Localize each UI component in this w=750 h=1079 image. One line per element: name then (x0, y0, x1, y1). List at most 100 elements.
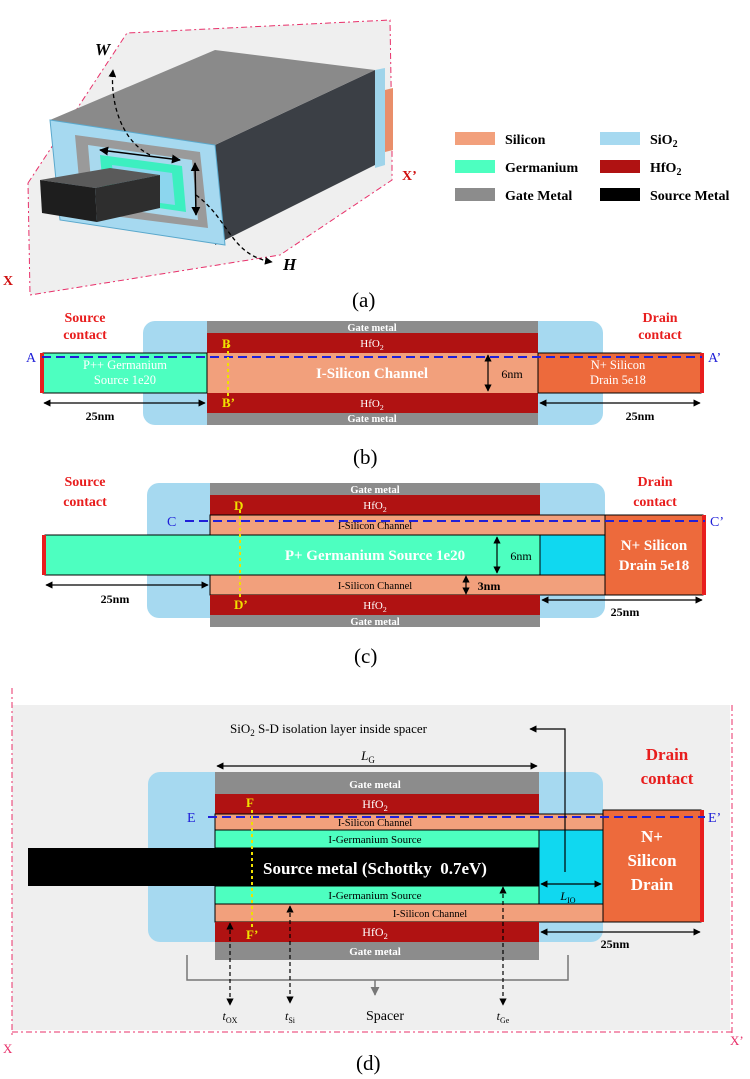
silicon-back-face (385, 88, 393, 152)
legend-swatch-gate_metal (455, 188, 495, 201)
channel-region (207, 353, 538, 393)
panel-d-label: (d) (356, 1051, 381, 1075)
hfo2-bottom (215, 922, 539, 942)
cut-b-label: B (222, 336, 231, 351)
drain-contact-bar (700, 810, 704, 922)
legend-label-source_metal: Source Metal (650, 189, 730, 204)
device-box-right-face (215, 70, 375, 245)
hfo2-bottom-label: HfO2 (360, 398, 384, 412)
hfo2-top (207, 333, 538, 353)
ge-source-top-label: I-Germanium Source (328, 834, 421, 846)
hfo2-bottom-label: HfO2 (362, 925, 388, 941)
channel-top-label: I-Silicon Channel (338, 521, 412, 532)
hfo2-top-label: HfO2 (362, 797, 388, 813)
source-metal-top (40, 168, 160, 188)
source-contact-bar (42, 535, 46, 575)
thickness-6-label: 6nm (510, 549, 532, 563)
drain-contact-bar (700, 353, 704, 393)
gate-metal-top-label: Gate metal (349, 779, 401, 791)
legend-label-germanium: Germanium (505, 161, 578, 176)
cut-d-prime-label: D’ (234, 597, 248, 612)
length-right-label: 25nm (601, 937, 630, 951)
cut-a-prime-label: A’ (708, 351, 721, 366)
axis-w-label: W (95, 40, 112, 59)
source-metal (28, 848, 539, 886)
cut-f-label: F (246, 795, 254, 810)
isolation-oxide (538, 829, 604, 905)
channel-bottom-label: I-Silicon Channel (393, 909, 467, 920)
panel-a: W H X X’ (a) (3, 19, 417, 312)
cut-e-prime-label: E’ (708, 811, 721, 826)
hfo2-bottom (210, 595, 540, 615)
gate-metal-top-label: Gate metal (350, 485, 399, 496)
source-region (44, 534, 541, 576)
gate-metal-top-label: Gate metal (347, 323, 396, 334)
cut-e-label: E (187, 811, 196, 826)
width-dimension-line (99, 146, 181, 164)
thickness-3-label: 3nm (478, 579, 501, 593)
tsi-label: tSi (285, 1009, 296, 1025)
isolation-pointer (529, 725, 566, 872)
hfo2-top (215, 794, 539, 814)
drain-region (604, 514, 704, 596)
gate-metal-bottom-label: Gate metal (349, 946, 401, 958)
spacer-label: Spacer (366, 1009, 404, 1024)
panel-d: SiO2 S-D isolation layer inside spacer L… (3, 688, 744, 1075)
oxide-right-rim (375, 68, 385, 168)
device-box-top-face (50, 50, 375, 145)
legend-swatch-hfo2 (600, 160, 640, 173)
isolation-oxide (539, 534, 606, 576)
lio-label: LIO (559, 889, 575, 905)
gate-metal-top (210, 483, 540, 495)
drain-contact-bar (702, 515, 706, 595)
channel-label: I-Silicon Channel (316, 366, 428, 382)
gate-metal-bottom (215, 942, 539, 960)
hfo2-top-label: HfO2 (363, 500, 387, 514)
length-left-label: 25nm (86, 409, 115, 423)
tox-label: tOX (223, 1009, 238, 1025)
isolation-label: SiO2 S-D isolation layer inside spacer (230, 721, 428, 738)
thickness-label: 6nm (501, 367, 523, 381)
gate-metal-bottom-label: Gate metal (350, 617, 399, 628)
plane-x-label: X (3, 1041, 13, 1056)
channel-top-label: I-Silicon Channel (338, 818, 412, 829)
legend-label-gate_metal: Gate Metal (505, 189, 572, 204)
gate-metal-bottom (210, 615, 540, 627)
plane-x-label: X (3, 274, 13, 289)
cut-d-label: D (234, 498, 243, 513)
length-right-label: 25nm (611, 605, 640, 619)
legend-swatch-sio2 (600, 132, 640, 145)
length-right-label: 25nm (626, 409, 655, 423)
spacer-bracket (186, 955, 569, 981)
panel-b-label: (b) (353, 445, 378, 469)
source-contact-bar (40, 353, 44, 393)
legend-swatch-source_metal (600, 188, 640, 201)
cut-c-label: C (167, 515, 176, 530)
legend-label-silicon: Silicon (505, 133, 546, 148)
cut-c-prime-label: C’ (710, 515, 724, 530)
length-left-label: 25nm (101, 592, 130, 606)
legend-label-hfo2: HfO2 (650, 161, 681, 178)
legend-swatch-germanium (455, 160, 495, 173)
source-metal-side (95, 175, 160, 222)
source-label: P+ Germanium Source 1e20 (285, 548, 465, 564)
ge-source-bottom-label: I-Germanium Source (328, 890, 421, 902)
w-pointer (108, 69, 151, 156)
legend-label-sio2: SiO2 (650, 133, 678, 150)
height-dimension-line (190, 162, 201, 216)
gate-metal-top (215, 772, 539, 794)
cut-f-prime-label: F’ (246, 927, 258, 942)
panel-c-label: (c) (354, 644, 377, 668)
cut-a-label: A (26, 351, 37, 366)
